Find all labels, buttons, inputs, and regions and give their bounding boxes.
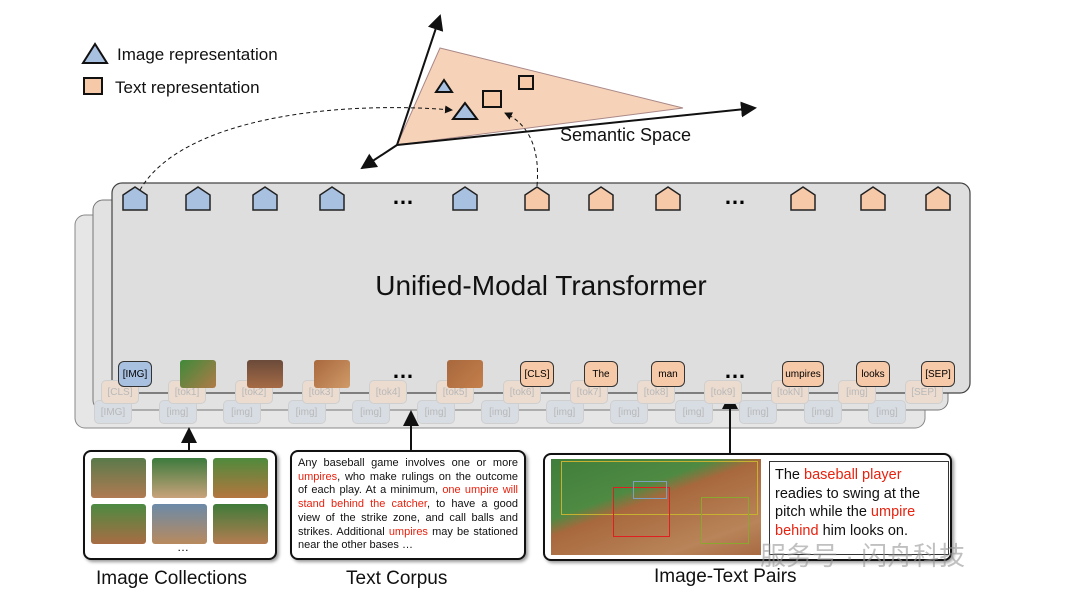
ellipsis: … <box>724 358 746 383</box>
layer3-token: [img] <box>545 400 584 424</box>
image-patch-thumbnail <box>447 360 483 388</box>
legend-square-icon <box>83 77 103 95</box>
layer3-token: [img] <box>416 400 455 424</box>
input-token: [SEP] <box>921 361 955 387</box>
text-span: , who make rulings on the outcome of eac… <box>298 470 518 497</box>
baseball-image <box>91 504 146 544</box>
image-output-token <box>185 186 211 211</box>
dashed-arrow-text <box>504 112 539 187</box>
ellipsis: … <box>392 184 414 209</box>
baseball-image <box>91 458 146 498</box>
axis-up <box>396 14 444 146</box>
layer3-token: [img] <box>481 400 519 424</box>
text-span: The <box>775 467 805 483</box>
layer3-token: [img] <box>739 400 777 424</box>
image-text-pairs-label: Image-Text Pairs <box>654 566 797 587</box>
ellipsis: … <box>724 184 746 209</box>
text-span: Any baseball game involves one or more <box>298 457 518 469</box>
caption-text: The baseball player readies to swing at … <box>769 461 949 555</box>
text-point-icon <box>482 90 502 108</box>
text-point-icon <box>518 75 534 90</box>
text-output-token <box>925 186 951 211</box>
layer3-token: [img] <box>158 400 197 424</box>
input-token: [IMG] <box>118 361 152 387</box>
highlighted-text: umpire behind <box>775 504 916 539</box>
watermark: 服务号 · 闪舟科技 <box>760 541 966 571</box>
baseball-pitch-image <box>551 459 761 555</box>
legend-text-label: Text representation <box>115 78 260 97</box>
highlighted-text: one umpire will stand behind the catcher <box>298 484 518 511</box>
semantic-space-label: Semantic Space <box>560 125 692 145</box>
more-ellipsis: … <box>177 540 189 554</box>
image-output-token <box>252 186 278 211</box>
image-point-icon <box>451 101 479 120</box>
baseball-image <box>152 458 207 498</box>
transformer-title: Unified-Modal Transformer <box>375 270 707 301</box>
text-span: readies to swing at the pitch while the <box>775 485 921 521</box>
image-output-token <box>319 186 345 211</box>
text-output-token <box>524 186 550 211</box>
image-patch-thumbnail <box>180 360 216 388</box>
text-span: , to have a good view of the strike zone… <box>298 498 518 538</box>
input-token: The <box>584 361 618 387</box>
text-output-token <box>790 186 816 211</box>
bounding-box <box>561 461 758 515</box>
axis-down <box>360 144 398 170</box>
legend-triangle-icon <box>81 42 109 64</box>
layer3-token: [img] <box>803 400 842 424</box>
semantic-plane <box>396 47 684 146</box>
dashed-arrow-image <box>139 105 453 191</box>
bounding-box <box>613 487 670 537</box>
legend-image-label: Image representation <box>117 45 278 64</box>
layer3-token: [img] <box>868 400 906 424</box>
bounding-box <box>633 481 667 499</box>
image-text-pairs-box: The baseball player readies to swing at … <box>543 453 952 561</box>
image-patch-thumbnail <box>314 360 350 388</box>
layer3-token: [img] <box>674 400 713 424</box>
text-output-token <box>588 186 614 211</box>
text-output-token <box>655 186 681 211</box>
image-patch-thumbnail <box>247 360 283 388</box>
input-token: umpires <box>782 361 824 387</box>
layer2-token: [tok9] <box>704 380 742 404</box>
input-token: [CLS] <box>520 361 554 387</box>
text-corpus-label: Text Corpus <box>346 568 448 589</box>
image-output-token <box>122 186 148 211</box>
text-corpus-box: Any baseball game involves one or more u… <box>290 450 526 560</box>
text-output-token <box>860 186 886 211</box>
ellipsis: … <box>392 358 414 383</box>
bounding-box <box>701 497 749 544</box>
layer2-token: [tok4] <box>369 380 407 404</box>
highlighted-text: umpires <box>388 525 428 538</box>
image-point-icon <box>434 78 454 93</box>
text-span: may be stationed near the other bases … <box>298 525 518 552</box>
text-corpus-text: Any baseball game involves one or more u… <box>292 452 524 558</box>
input-token: man <box>651 361 685 387</box>
baseball-image <box>152 504 207 544</box>
baseball-image <box>213 504 268 544</box>
highlighted-text: umpires <box>298 470 338 483</box>
baseball-image <box>213 458 268 498</box>
image-output-token <box>452 186 478 211</box>
text-span: him looks on. <box>818 522 909 539</box>
highlighted-text: baseball player <box>804 467 902 483</box>
input-token: looks <box>856 361 890 387</box>
layer3-token: [img] <box>610 400 648 424</box>
image-collections-label: Image Collections <box>96 568 248 589</box>
axis-right <box>396 101 757 146</box>
transformer-layer-1 <box>111 182 971 394</box>
image-collections-box: … <box>83 450 277 560</box>
